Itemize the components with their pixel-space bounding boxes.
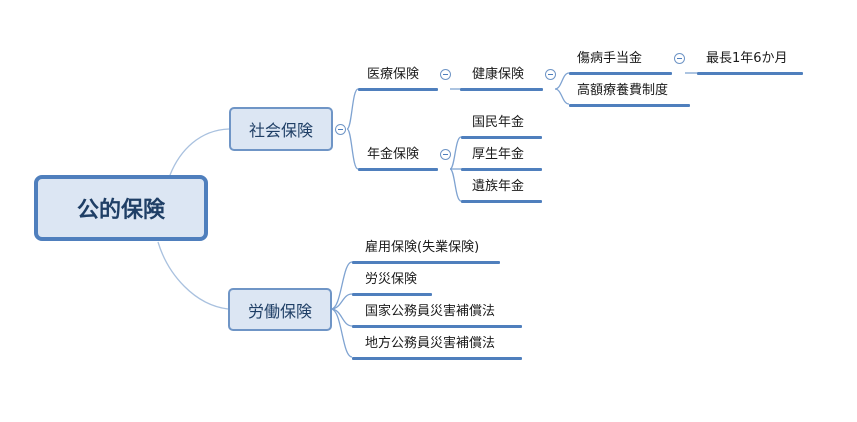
underline-workers-comp — [352, 293, 432, 296]
collapse-social-icon[interactable] — [335, 124, 346, 135]
node-employee-pension[interactable]: 厚生年金 — [472, 147, 525, 162]
collapse-injury-icon[interactable] — [674, 53, 685, 64]
node-medical-insurance[interactable]: 医療保険 — [367, 67, 420, 82]
collapse-medical-icon[interactable] — [440, 69, 451, 80]
underline-high-cost — [569, 104, 690, 107]
node-local-civil-servant-comp[interactable]: 地方公務員災害補償法 — [365, 336, 496, 351]
underline-national-civil — [352, 325, 522, 328]
node-workers-comp[interactable]: 労災保険 — [365, 272, 418, 287]
underline-employee-pension — [461, 168, 542, 171]
underline-national-pension — [461, 136, 542, 139]
underline-injury — [569, 72, 672, 75]
node-labor-insurance[interactable]: 労働保険 — [228, 288, 332, 331]
underline-survivor-pension — [461, 200, 542, 203]
node-pension-insurance[interactable]: 年金保険 — [367, 147, 420, 162]
underline-employment — [352, 261, 500, 264]
node-health-insurance[interactable]: 健康保険 — [472, 67, 525, 82]
node-national-civil-servant-comp[interactable]: 国家公務員災害補償法 — [365, 304, 496, 319]
underline-health — [460, 88, 543, 91]
underline-local-civil — [352, 357, 522, 360]
node-survivor-pension[interactable]: 遺族年金 — [472, 179, 525, 194]
node-social-insurance[interactable]: 社会保険 — [229, 107, 333, 151]
underline-max-period — [697, 72, 803, 75]
collapse-health-icon[interactable] — [545, 69, 556, 80]
root-node[interactable]: 公的保険 — [34, 175, 208, 241]
node-max-period[interactable]: 最長1年6か月 — [706, 51, 788, 66]
node-injury-allowance[interactable]: 傷病手当金 — [577, 51, 643, 66]
underline-medical — [358, 88, 438, 91]
node-employment-insurance[interactable]: 雇用保険(失業保険) — [365, 240, 480, 255]
collapse-pension-icon[interactable] — [440, 149, 451, 160]
node-national-pension[interactable]: 国民年金 — [472, 115, 525, 130]
underline-pension — [358, 168, 438, 171]
node-high-cost-medical[interactable]: 高額療養費制度 — [577, 83, 669, 98]
